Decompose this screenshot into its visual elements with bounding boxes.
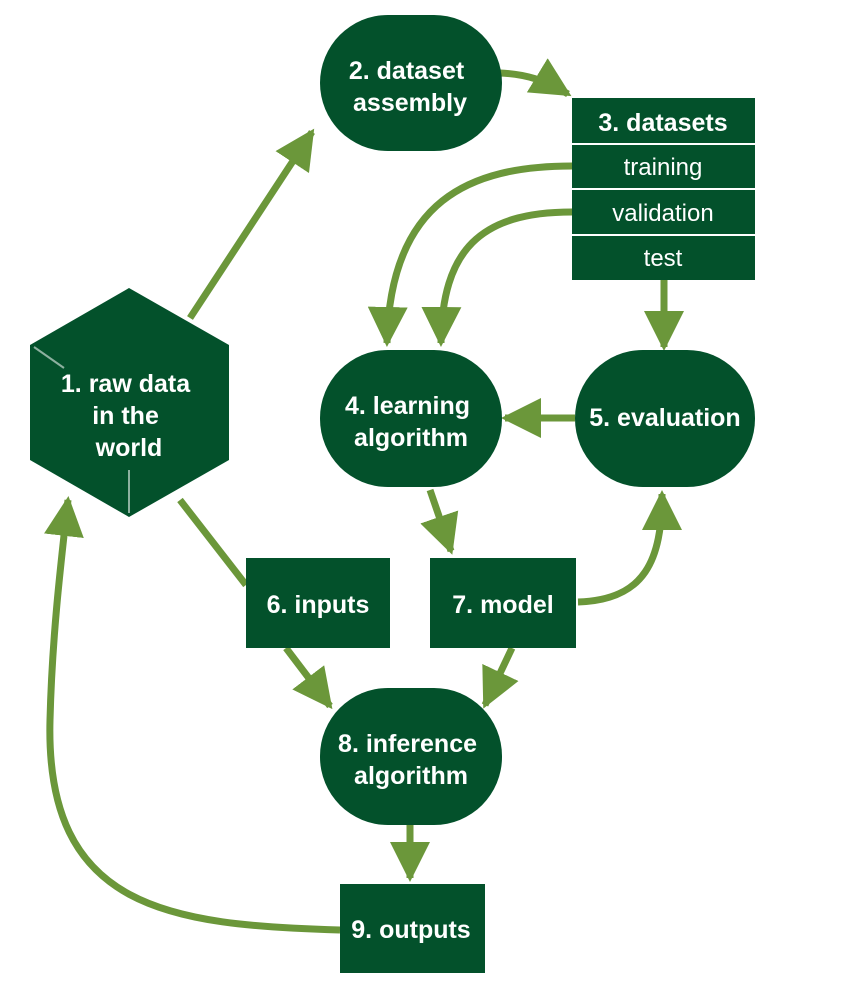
rectangle-shape (430, 558, 576, 648)
arrow-dataset-assembly-to-datasets (499, 58, 572, 97)
node-inference-algorithm: 8. inference algorithm (320, 688, 502, 825)
node-model: 7. model (430, 558, 576, 648)
dataset-assembly-line2: assembly (353, 89, 467, 117)
hexagon-shape (30, 288, 229, 517)
inputs-line1: 6. inputs (267, 591, 370, 619)
datasets-row-training: training (624, 154, 703, 181)
svg-text:2. dataset assembly: 2. dataset assembly (349, 57, 471, 117)
rounded-shape (320, 688, 502, 825)
datasets-row-validation: validation (612, 200, 713, 227)
node-inputs: 6. inputs (246, 558, 390, 648)
rectangle-shape (246, 558, 390, 648)
arrow-learning-algorithm-to-model (420, 488, 459, 555)
rounded-shape (320, 15, 502, 151)
arrow-raw-data-to-dataset-assembly (187, 128, 315, 320)
node-learning-algorithm: 4. learning algorithm (320, 350, 502, 487)
arrow-validation-to-learning-algorithm (421, 208, 573, 347)
evaluation-line1: 5. evaluation (589, 404, 740, 432)
node-raw-data: 1. raw data in the world (30, 288, 229, 517)
raw-data-line3: world (95, 434, 163, 462)
node-dataset-assembly: 2. dataset assembly (320, 15, 502, 151)
hexagon-highlight (33, 346, 65, 369)
node-datasets: 3. datasets training validation test (572, 98, 755, 280)
arrow-model-to-inference-algorithm (481, 646, 519, 709)
line-raw-data-to-inputs (177, 497, 249, 588)
rounded-shape (575, 350, 755, 487)
arrow-inputs-to-inference-algorithm (283, 645, 333, 710)
learning-algorithm-line2: algorithm (354, 424, 468, 452)
raw-data-line1: 1. raw data (61, 370, 191, 398)
arrow-outputs-to-raw-data (44, 496, 341, 934)
rounded-shape (320, 350, 502, 487)
arrows (44, 58, 684, 934)
arrow-training-to-learning-algorithm (367, 162, 573, 347)
inference-algorithm-line2: algorithm (354, 762, 468, 790)
svg-text:4. learning algorithm: 4. learning algorithm (345, 392, 477, 452)
learning-algorithm-line1: 4. learning (345, 392, 470, 420)
outputs-line1: 9. outputs (351, 916, 470, 944)
node-outputs: 9. outputs (340, 884, 485, 973)
raw-data-line2: in the (92, 402, 159, 430)
svg-text:8. inference algorithm: 8. inference algorithm (338, 730, 484, 790)
inference-algorithm-line1: 8. inference (338, 730, 477, 758)
datasets-row-test: test (644, 245, 683, 272)
svg-text:1. raw data in the: 1. raw data in the world (61, 370, 197, 462)
dataset-assembly-line1: 2. dataset (349, 57, 465, 85)
node-evaluation: 5. evaluation (575, 350, 755, 487)
datasets-title: 3. datasets (598, 109, 727, 137)
model-line1: 7. model (452, 591, 553, 619)
arrow-model-to-evaluation (577, 490, 682, 606)
rectangle-shape (340, 884, 485, 973)
